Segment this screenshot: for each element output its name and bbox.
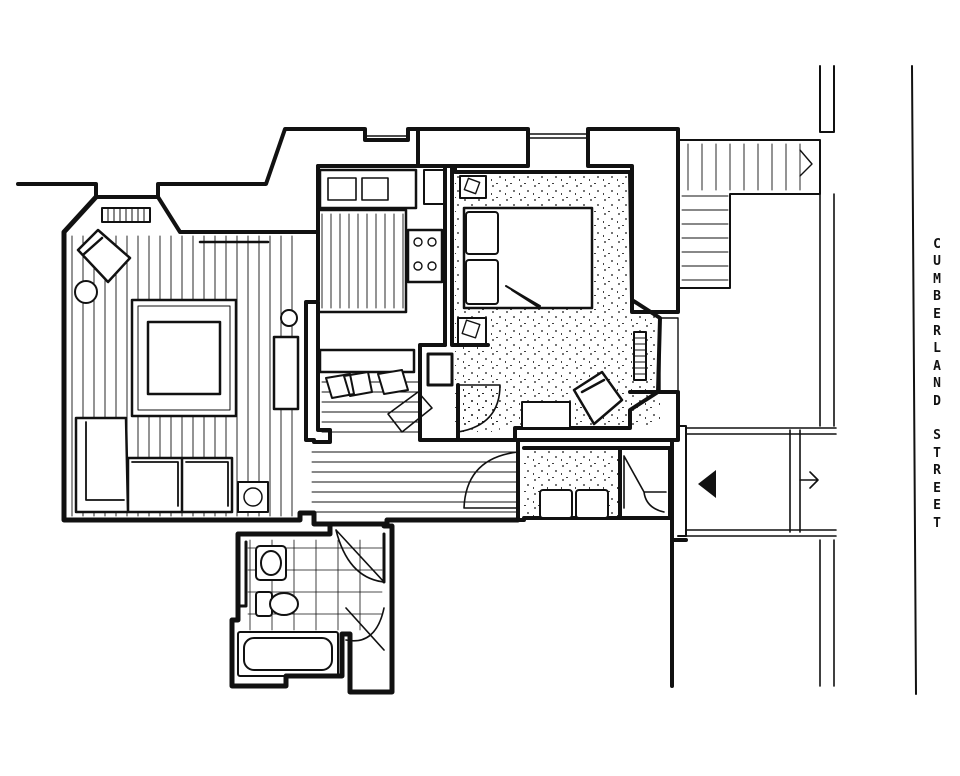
window <box>659 317 679 393</box>
bedside-lamp <box>461 319 481 339</box>
sofa <box>74 416 234 514</box>
street-name-letter: R <box>933 463 941 479</box>
street-name-letter <box>926 410 948 427</box>
sofa-cushions <box>85 421 229 507</box>
bedroom-armchair <box>572 370 624 426</box>
door-mat <box>458 385 500 432</box>
entrance-arrow-icon <box>698 470 716 498</box>
street-name-letter: M <box>933 271 941 287</box>
stool <box>280 309 298 327</box>
armchair <box>76 228 132 284</box>
hall-door <box>463 451 519 509</box>
street-name-letter: C <box>933 237 941 252</box>
street-name-letter: R <box>933 324 941 340</box>
bed <box>462 206 594 310</box>
sink-basin <box>361 177 389 201</box>
dining-chair <box>325 369 409 399</box>
dining-table <box>318 348 416 374</box>
rug <box>130 298 238 418</box>
street-name-letter: E <box>933 498 941 514</box>
street-name-letter: B <box>933 289 941 305</box>
side-stool <box>74 280 98 304</box>
street-name-letter: S <box>933 428 941 444</box>
wardrobe <box>426 352 454 387</box>
partition-wall <box>304 300 332 444</box>
bathroom-wall <box>236 540 248 608</box>
street-name-letter: U <box>933 254 941 270</box>
porch-post <box>789 429 801 533</box>
area-railing <box>819 193 835 687</box>
street-name-letter: E <box>933 480 941 496</box>
bathroom <box>237 539 383 677</box>
kitchen-wall <box>418 164 460 442</box>
boundary-line <box>819 65 835 133</box>
porch-outline <box>677 425 687 537</box>
street-name-letter: A <box>933 358 941 374</box>
kitchen-island <box>316 208 408 314</box>
toilet-bowl <box>269 592 299 616</box>
tv-unit <box>272 335 300 411</box>
radiator-fins <box>633 337 647 375</box>
entry-door <box>623 455 667 513</box>
duvet-fold <box>505 285 541 309</box>
stairs-outline <box>679 139 821 289</box>
street-name-letter: L <box>933 341 941 357</box>
bathroom-sink-basin <box>260 550 282 576</box>
exterior-wall-line <box>16 127 530 347</box>
bench-seat <box>539 489 573 519</box>
hob-ring <box>413 261 423 271</box>
hob-ring <box>413 237 423 247</box>
living-room-wall <box>156 195 320 234</box>
dresser <box>521 401 571 429</box>
radiator-fins <box>107 207 145 223</box>
kitchen-counter <box>318 168 418 210</box>
bathroom-wall <box>229 523 395 695</box>
porch-railing <box>685 427 837 537</box>
stairs-arrow-icon <box>799 149 813 177</box>
nightstand <box>459 175 487 199</box>
street-name-letter: D <box>933 393 941 409</box>
hob-ring <box>427 237 437 247</box>
kitchen-door <box>387 391 433 433</box>
bench-seat <box>575 489 609 519</box>
street-name-letter: E <box>933 306 941 322</box>
pillow <box>465 259 499 305</box>
bathroom-door <box>345 607 385 651</box>
window <box>527 133 589 139</box>
bathtub-basin <box>243 637 333 671</box>
street-line <box>911 65 917 695</box>
coffee-table <box>146 320 222 396</box>
porch-step <box>799 471 819 489</box>
street-name-letter: N <box>933 376 941 392</box>
exterior-wall <box>586 127 680 314</box>
fridge <box>423 169 445 205</box>
bedroom-door <box>457 384 501 433</box>
street-name-letter: T <box>933 515 941 531</box>
rug-inner <box>137 305 231 411</box>
pillow <box>465 211 499 255</box>
stairwell <box>681 143 813 281</box>
window <box>364 135 409 141</box>
sink <box>327 177 357 201</box>
cooker <box>406 228 444 284</box>
street-name-letter: T <box>933 445 941 461</box>
hob-ring <box>427 261 437 271</box>
bathroom-door <box>335 529 385 583</box>
kitchen <box>321 213 404 309</box>
living-room-wall <box>61 194 521 527</box>
nightstand-lamp <box>463 177 481 195</box>
bedroom-wall <box>516 390 680 442</box>
side-table <box>237 481 269 513</box>
lamp <box>243 487 263 507</box>
